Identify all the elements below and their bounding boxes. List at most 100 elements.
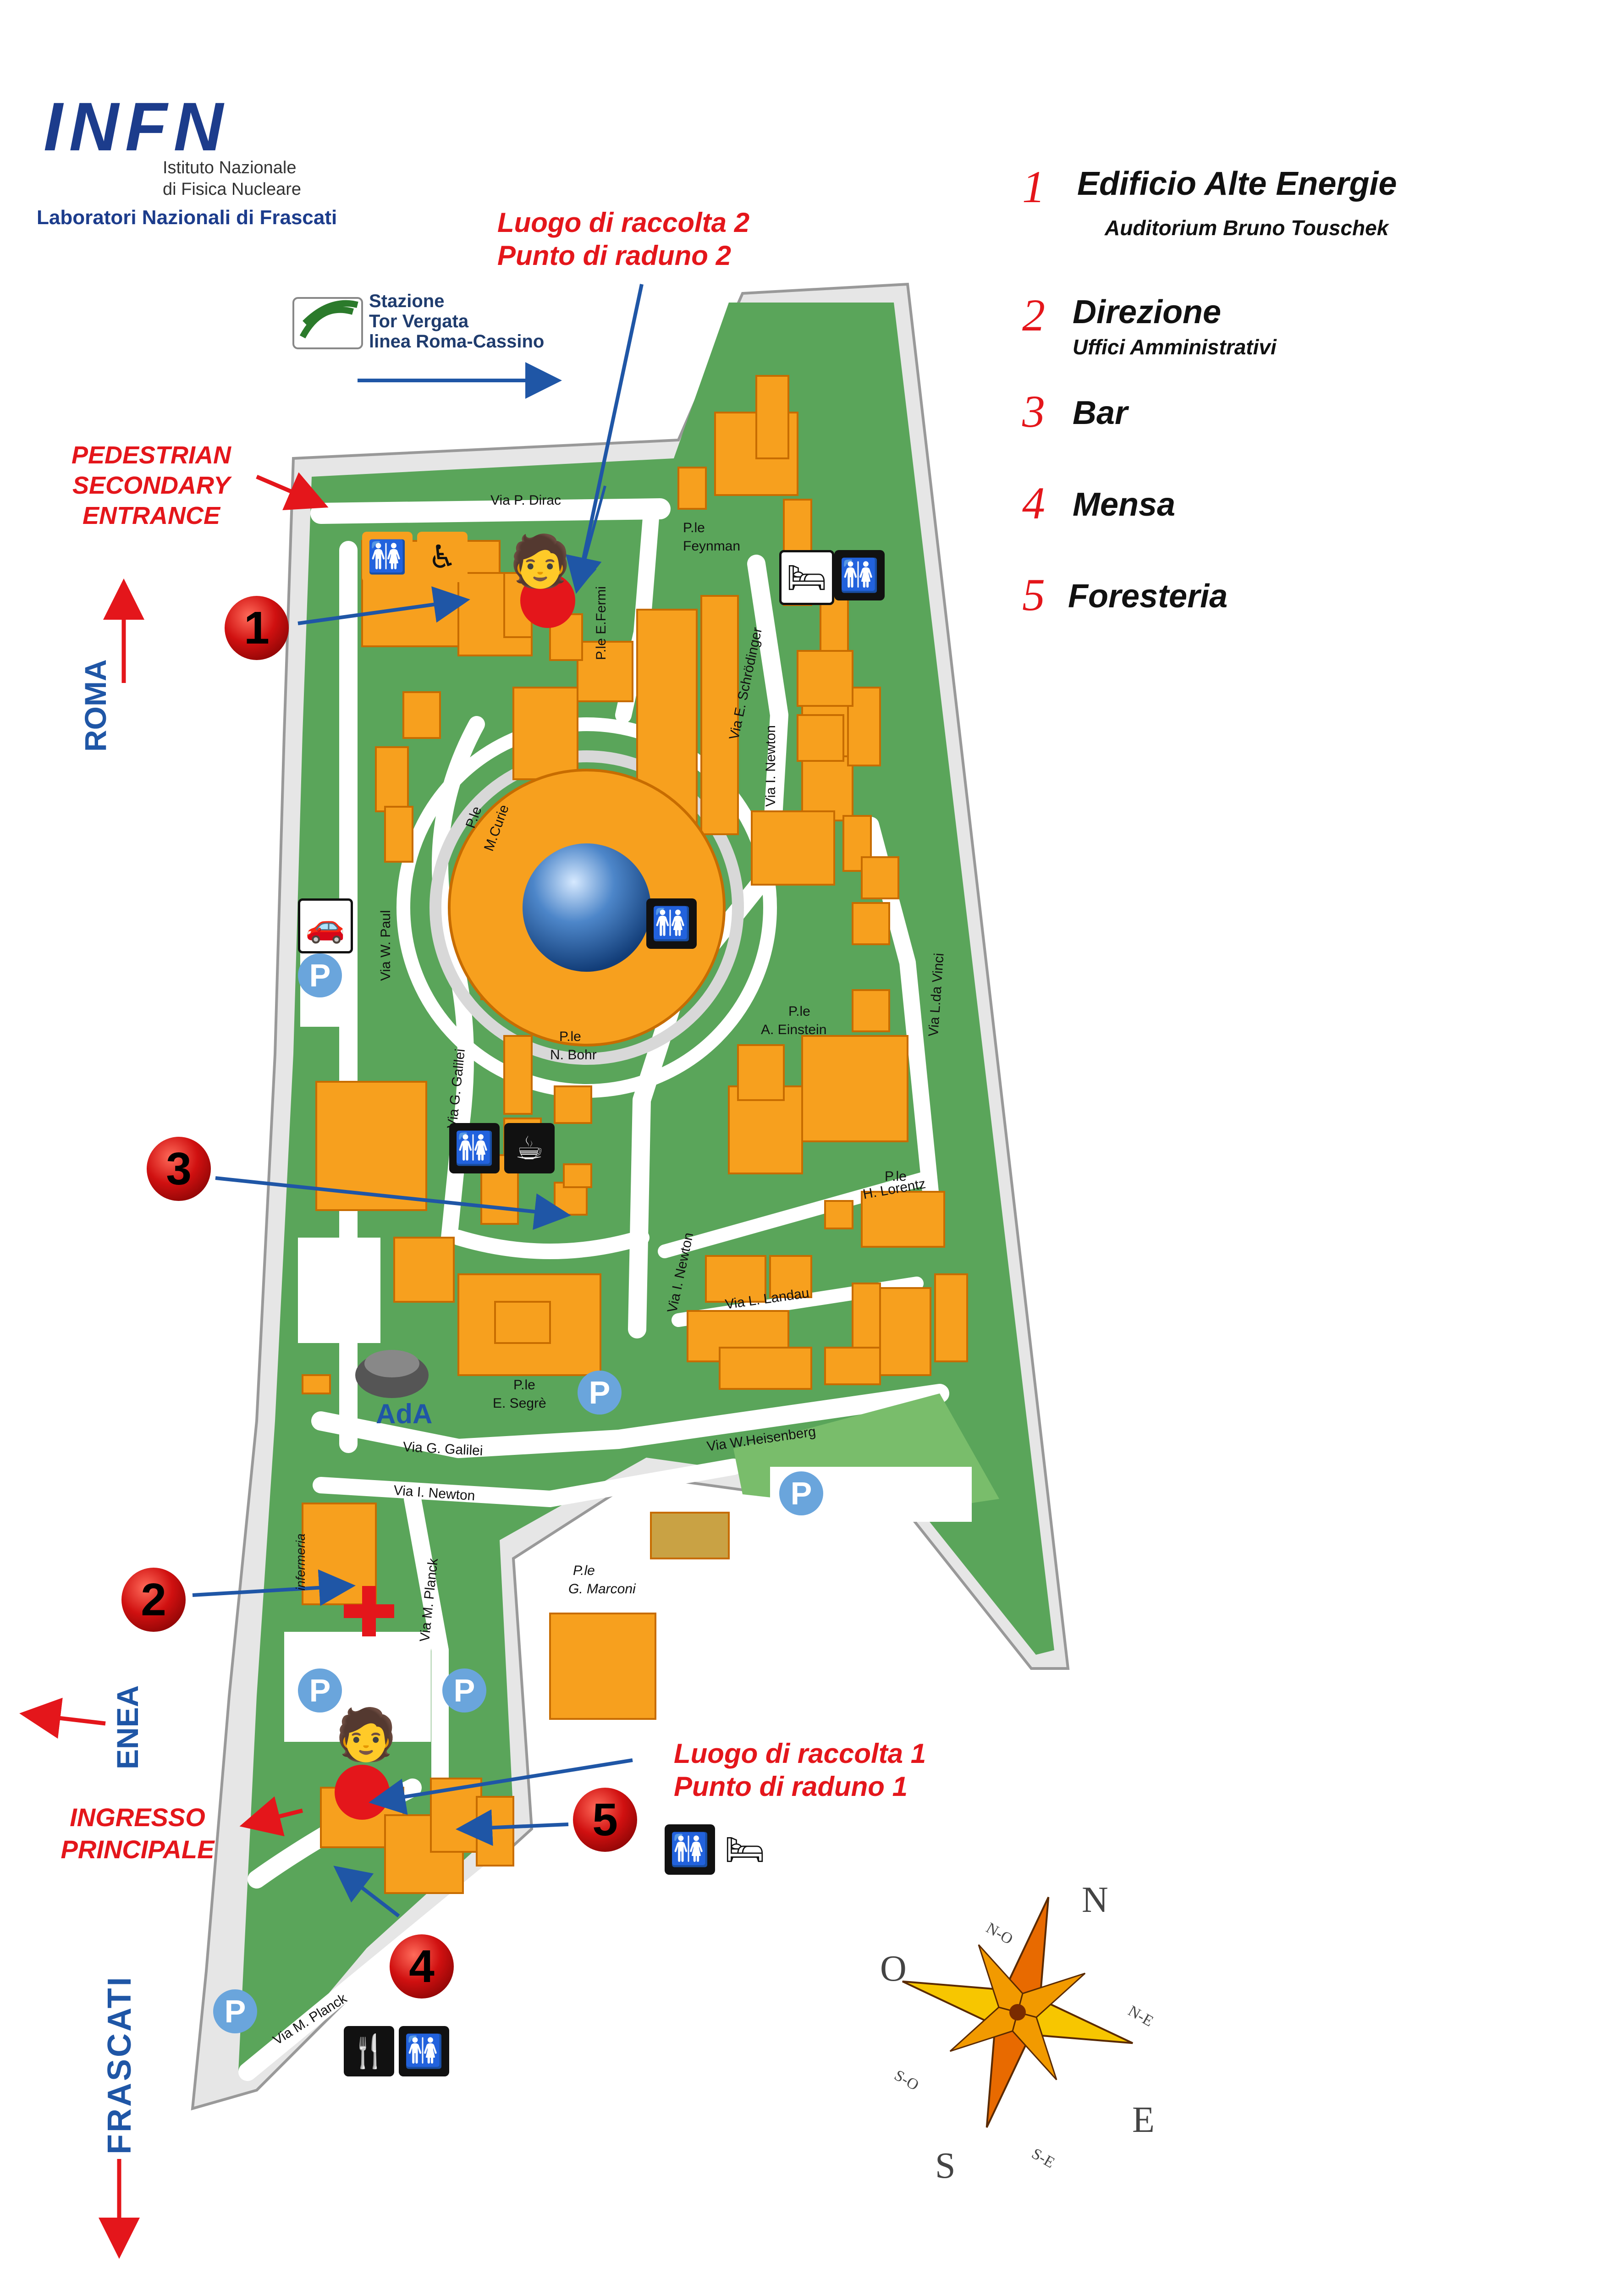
- gathering-dot-2: [520, 573, 575, 628]
- compass-e: E: [1132, 2100, 1155, 2140]
- taxi-bus-icon: 🚗: [298, 898, 353, 953]
- logo-lab-name: Laboratori Nazionali di Frascati: [37, 206, 337, 229]
- station-line-2: Tor Vergata: [369, 311, 469, 331]
- secondary-entrance-line-3: ENTRANCE: [82, 502, 220, 529]
- street-paul: Via W. Paul: [378, 910, 393, 981]
- legend-num-3: 3: [1022, 386, 1045, 437]
- legend-item-1: 1 Edificio Alte Energie Auditorium Bruno…: [1022, 156, 1572, 289]
- direction-frascati: FRASCATI: [101, 1975, 138, 2154]
- people-icon: 🧑: [335, 1707, 397, 1763]
- gathering-point-1-line-1: Luogo di raccolta 1: [674, 1738, 926, 1769]
- gathering-point-1-label: Luogo di raccolta 1 Punto di raduno 1: [674, 1737, 926, 1803]
- piazzale-marconi-1: P.le: [573, 1563, 595, 1578]
- parking-badge[interactable]: P: [578, 1371, 622, 1415]
- piazzale-feynman-2: Feynman: [683, 539, 741, 554]
- bed-icon: 🛏: [779, 550, 834, 605]
- coffee-icon: ☕: [504, 1123, 555, 1173]
- station-line-1: Stazione: [369, 291, 445, 311]
- gathering-point-2-line-2: Punto di raduno 2: [497, 240, 731, 271]
- piazzale-marconi-2: G. Marconi: [568, 1581, 636, 1597]
- restroom-icon: 🚻: [449, 1123, 500, 1173]
- parking-badge[interactable]: P: [442, 1668, 486, 1712]
- marker-5[interactable]: 5: [573, 1788, 637, 1852]
- logo-wordmark: INFN: [44, 88, 230, 165]
- secondary-entrance-line-1: PEDESTRIAN: [71, 441, 231, 469]
- legend-num-4: 4: [1022, 478, 1045, 529]
- compass-s: S: [935, 2146, 956, 2186]
- legend-title-2: Direzione: [1073, 294, 1222, 330]
- legend: 1 Edificio Alte Energie Auditorium Bruno…: [1022, 156, 1572, 660]
- parking-badge[interactable]: P: [298, 953, 342, 997]
- collider-ring-road: [429, 750, 744, 1065]
- legend-num-1: 1: [1022, 161, 1045, 212]
- piazzale-bohr-2: N. Bohr: [550, 1047, 597, 1063]
- marker-1[interactable]: 1: [225, 596, 289, 660]
- station-label: Stazione Tor Vergata linea Roma-Cassino: [369, 291, 544, 352]
- legend-num-5: 5: [1022, 569, 1045, 620]
- legend-item-5: 5 Foresteria: [1022, 568, 1572, 660]
- collider-sphere: [523, 843, 651, 972]
- wheelchair-icon: ♿: [417, 532, 468, 582]
- piazzale-bohr-1: P.le: [559, 1029, 581, 1044]
- legend-title-3: Bar: [1073, 395, 1128, 431]
- compass-o: O: [880, 1949, 907, 1989]
- gathering-point-1-line-2: Punto di raduno 1: [674, 1771, 908, 1802]
- compass-rose: [902, 1897, 1133, 2128]
- compass-n: N: [1082, 1880, 1108, 1920]
- main-entrance-line-1: INGRESSO: [70, 1803, 205, 1832]
- direction-arrows: [19, 472, 329, 2259]
- ada-label: AdA: [376, 1399, 433, 1429]
- lot-west: [298, 1238, 380, 1343]
- infn-logo: INFN: [44, 87, 230, 166]
- piazzale-einstein-1: P.le: [788, 1004, 810, 1019]
- main-entrance-label: INGRESSO PRINCIPALE: [32, 1801, 243, 1866]
- people-icon: 🧑: [509, 533, 572, 589]
- marker-3[interactable]: 3: [147, 1137, 211, 1201]
- piazzale-feynman-1: P.le: [683, 520, 705, 535]
- piazzale-segre-2: E. Segrè: [493, 1396, 546, 1411]
- parking-badge[interactable]: P: [213, 1989, 257, 2033]
- legend-title-1: Edificio Alte Energie: [1077, 165, 1397, 202]
- restaurant-icon: 🍴: [344, 2026, 394, 2076]
- direction-roma: ROMA: [78, 659, 112, 752]
- legend-title-5: Foresteria: [1068, 578, 1228, 615]
- legend-item-3: 3 Bar: [1022, 385, 1572, 477]
- restroom-icon: 🚻: [399, 2026, 449, 2076]
- piazzale-segre-1: P.le: [513, 1377, 535, 1393]
- secondary-entrance-line-2: SECONDARY: [72, 472, 231, 499]
- direction-enea: ENEA: [110, 1685, 144, 1769]
- logo-line-2: di Fisica Nucleare: [163, 180, 301, 199]
- legend-item-2: 2 Direzione Uffici Amministrativi: [1022, 289, 1572, 385]
- legend-item-4: 4 Mensa: [1022, 477, 1572, 568]
- ada-object-top: [364, 1350, 419, 1377]
- gathering-point-2-line-1: Luogo di raccolta 2: [497, 207, 750, 238]
- infirmary-cross-v: [362, 1586, 376, 1636]
- street-fermi: P.le E.Fermi: [594, 586, 609, 660]
- gathering-dot-1: [335, 1765, 390, 1820]
- street-newton-top: Via I. Newton: [763, 725, 778, 807]
- logo-line-1: Istituto Nazionale: [163, 158, 297, 177]
- parking-badge[interactable]: P: [298, 1668, 342, 1712]
- gathering-point-2-label: Luogo di raccolta 2 Punto di raduno 2: [497, 206, 749, 272]
- restroom-icon: 🚻: [362, 532, 413, 582]
- parking-badge[interactable]: P: [779, 1471, 823, 1515]
- restroom-icon: 🚻: [646, 898, 697, 949]
- legend-title-4: Mensa: [1073, 486, 1176, 523]
- legend-sub-1: Auditorium Bruno Touschek: [1105, 216, 1389, 240]
- legend-num-2: 2: [1022, 290, 1045, 341]
- piazzale-lorentz-1: P.le: [885, 1169, 907, 1184]
- secondary-entrance-label: PEDESTRIAN SECONDARY ENTRANCE: [46, 440, 257, 531]
- infirmary-label: infermeria: [293, 1533, 308, 1591]
- piazzale-einstein-2: A. Einstein: [761, 1022, 827, 1037]
- restroom-icon: 🚻: [834, 550, 885, 600]
- main-entrance-line-2: PRINCIPALE: [61, 1835, 215, 1864]
- restroom-icon: 🚻: [665, 1824, 715, 1875]
- street-dirac: Via P. Dirac: [490, 493, 561, 508]
- marker-2[interactable]: 2: [121, 1568, 186, 1632]
- legend-sub-2: Uffici Amministrativi: [1073, 335, 1277, 359]
- station-line-3: linea Roma-Cassino: [369, 331, 545, 352]
- bed-icon: 🛏: [720, 1824, 770, 1875]
- pointer-arrows: [192, 284, 644, 1918]
- train-logo-icon: [299, 300, 358, 339]
- marker-4[interactable]: 4: [390, 1934, 454, 1999]
